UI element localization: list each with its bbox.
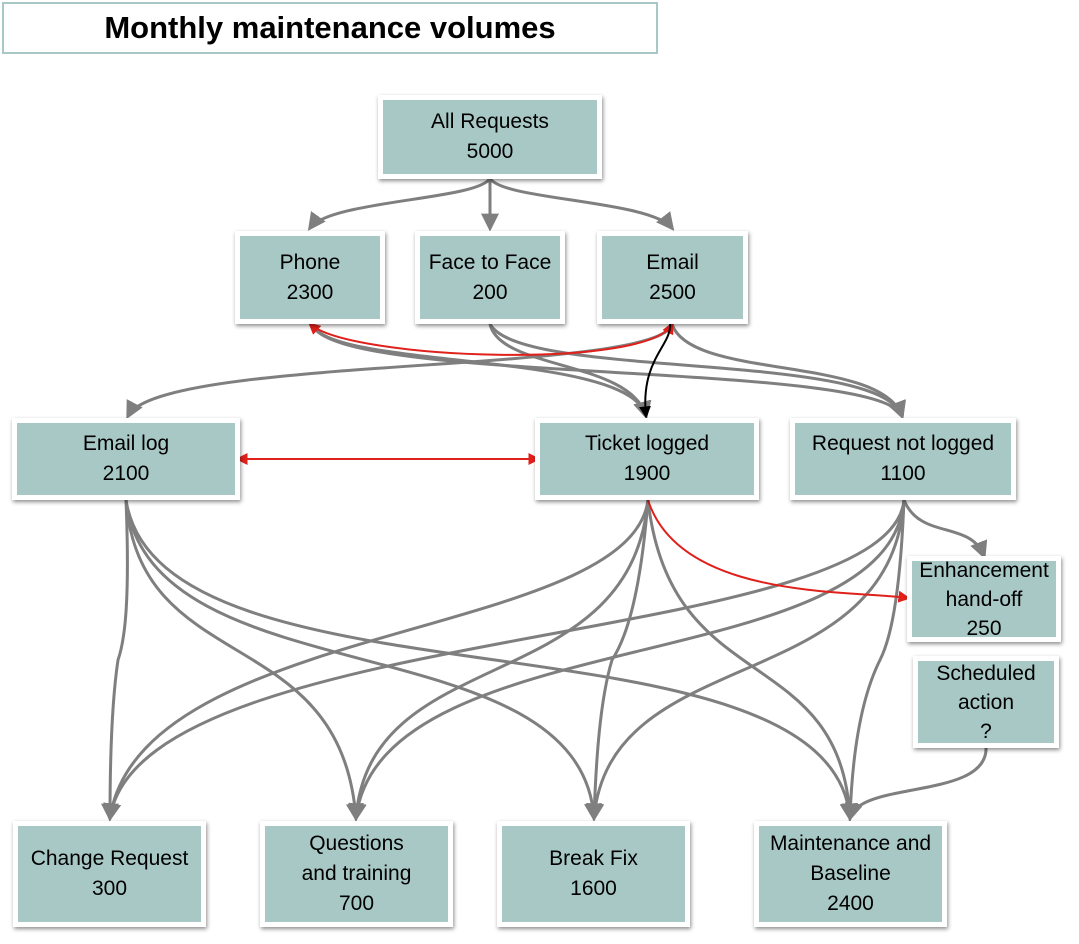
edge-ticket-to-breakfix: [585, 499, 650, 822]
node-label: Phone: [279, 250, 341, 274]
node-label: Ticket logged: [584, 432, 710, 455]
node-all-requests: All Requests 5000: [378, 95, 602, 179]
node-maintenance-baseline: Maintenance and Baseline 2400: [754, 821, 947, 927]
edge-ticket-to-maint: [646, 499, 859, 822]
node-change-request: Change Request 300: [13, 821, 206, 927]
edge-ticket-to-questions: [348, 499, 650, 822]
node-label: Enhancement: [919, 558, 1049, 582]
edge-all-to-email: [488, 177, 675, 231]
edge-notlogged-to-breakfix: [586, 499, 906, 822]
node-label: Email: [646, 250, 699, 274]
node-label: Request not logged: [811, 432, 995, 455]
node-email: Email 2500: [597, 231, 748, 324]
node-label: Break Fix: [549, 847, 638, 870]
edge-phone-to-notlogged: [310, 323, 905, 420]
node-value: 5000: [466, 140, 514, 163]
node-label: Scheduled: [936, 661, 1036, 685]
node-value: 700: [338, 892, 375, 915]
node-label: All Requests: [431, 110, 549, 133]
edge-notlogged-to-maint: [841, 499, 906, 822]
edge-ticket-to-change: [103, 499, 650, 822]
edge-all-to-phone: [307, 177, 492, 231]
node-phone: Phone 2300: [235, 231, 385, 324]
node-email-log: Email log 2100: [12, 418, 240, 500]
edge-emaillog-to-change: [101, 499, 129, 822]
node-label: Maintenance and: [769, 832, 932, 855]
edge-notlogged-to-questions: [348, 499, 906, 822]
node-enhancement-handoff: Enhancement hand-off 250: [907, 556, 1061, 642]
node-value: 2500: [649, 280, 696, 304]
edge-emaillog-to-breakfix: [124, 499, 602, 822]
edge-face-to-ticket: [488, 323, 651, 420]
node-label: Questions: [309, 832, 404, 855]
edge-scheduled-to-maint: [845, 745, 988, 822]
edge-emaillog-to-maint: [124, 499, 858, 822]
edge-notlogged-to-change: [103, 499, 906, 822]
node-label: hand-off: [945, 587, 1023, 611]
edge-notlogged-to-enhancement: [902, 499, 988, 560]
node-label: and training: [301, 862, 412, 885]
node-break-fix: Break Fix 1600: [497, 821, 690, 927]
diagram-title: Monthly maintenance volumes: [2, 2, 658, 54]
node-request-not-logged: Request not logged 1100: [790, 418, 1016, 500]
node-value: 1600: [570, 877, 617, 900]
edge-email-to-notlogged: [670, 323, 906, 420]
edge-email-ticket-black: [639, 323, 672, 419]
node-questions-training: Questions and training 700: [260, 821, 453, 927]
edge-ticket-enhancement-red: [647, 499, 911, 603]
edge-face-to-notlogged: [488, 323, 906, 420]
node-value: 250: [966, 616, 1002, 640]
node-value: 1900: [623, 462, 671, 485]
node-value: ?: [980, 719, 992, 743]
node-value: 2100: [102, 462, 150, 485]
node-ticket-logged: Ticket logged 1900: [535, 418, 759, 500]
node-label: Face to Face: [428, 250, 552, 274]
node-value: 1100: [880, 462, 926, 485]
node-label: Baseline: [810, 862, 891, 885]
edge-email-phone-red: [308, 321, 674, 356]
node-label: action: [957, 690, 1015, 714]
node-value: 2400: [827, 892, 874, 915]
node-face-to-face: Face to Face 200: [415, 231, 565, 324]
node-value: 300: [91, 877, 128, 900]
node-value: 200: [472, 280, 508, 304]
node-scheduled-action: Scheduled action ?: [913, 656, 1059, 748]
node-label: Email log: [82, 432, 170, 455]
node-value: 2300: [286, 280, 334, 304]
node-label: Change Request: [30, 847, 189, 870]
edge-emaillog-to-questions: [124, 499, 364, 822]
